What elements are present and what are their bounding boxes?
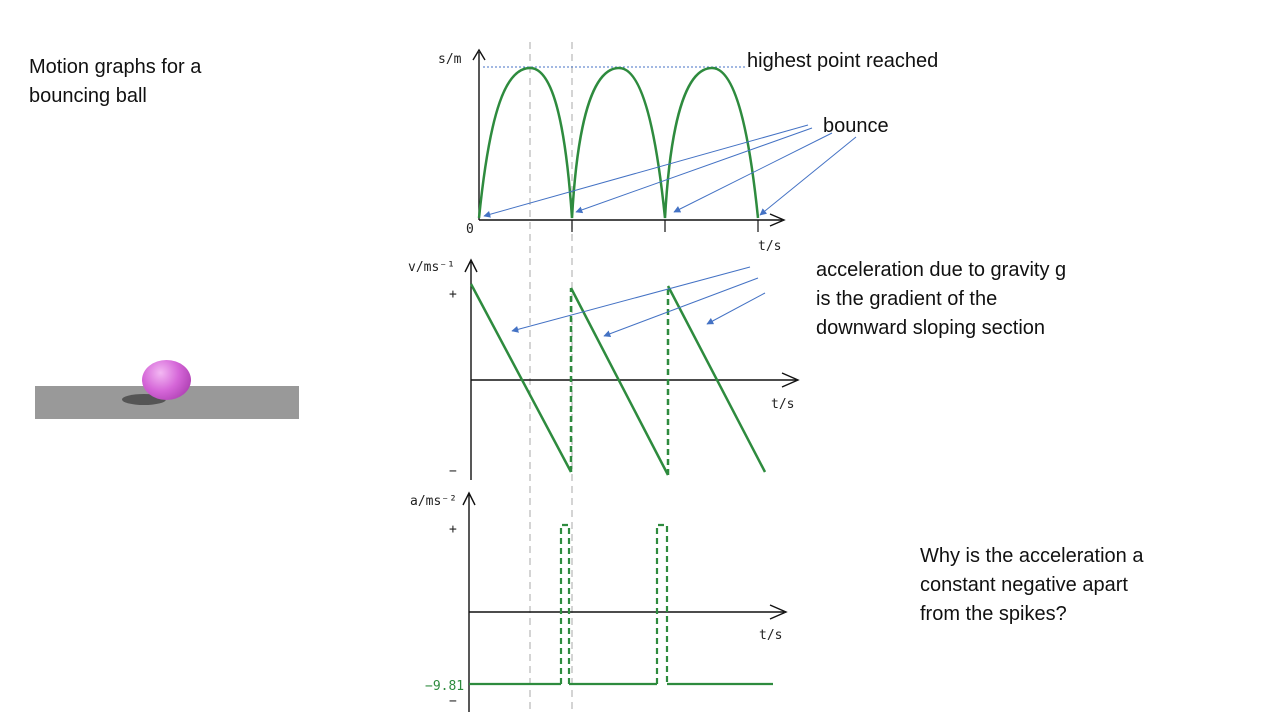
gradient-arrow-1 [511,266,751,333]
s-axis-x-arrowhead [769,213,786,227]
a-t-axis-label: t/s [759,628,782,643]
velocity-graph: v/ms⁻¹ + − t/s [408,258,800,480]
acceleration-spikes [559,523,669,684]
v-axis-x-arrowhead [781,372,800,388]
a-axis-label: a/ms⁻² [410,494,457,509]
v-t-axis-label: t/s [771,397,794,412]
highest-point-label: highest point reached [747,50,939,72]
gravity-explanation: acceleration due to gravity g is the gra… [816,259,1067,339]
g-value-label: −9.81 [425,679,464,694]
a-axis-y-arrowhead [462,491,476,506]
s-t-axis-label: t/s [758,239,781,254]
bouncing-ball [142,360,191,400]
velocity-sloping-lines [469,283,767,476]
bounce-arrow-3 [673,132,833,213]
gradient-arrow-2 [603,277,759,338]
bounce-arrow-4 [759,136,857,216]
v-minus-label: − [449,464,457,479]
question-text: Why is the acceleration a constant negat… [920,545,1144,625]
displacement-graph: s/m 0 t/s [438,48,857,254]
v-axis-label: v/ms⁻¹ [408,260,455,275]
s-axis-label: s/m [438,52,462,67]
acceleration-graph: a/ms⁻² + − t/s −9.81 [410,491,788,712]
guide-lines [529,42,573,712]
ball-shadow [122,394,166,405]
a-plus-label: + [449,522,457,537]
slide-title: Motion graphs for a bouncing ball [29,56,202,107]
v-axis-y-arrowhead [464,258,478,273]
origin-label: 0 [466,222,474,237]
a-axis-x-arrowhead [769,604,788,620]
bounce-label: bounce [823,115,889,137]
gradient-arrow-3 [706,292,766,325]
s-axis-y-arrowhead [472,48,486,61]
bounce-arrow-2 [575,127,813,214]
v-plus-label: + [449,287,457,302]
displacement-curve [477,66,760,219]
velocity-bounce-jumps [569,286,670,475]
bounce-arrow-1 [483,124,809,218]
a-minus-label: − [449,694,457,709]
